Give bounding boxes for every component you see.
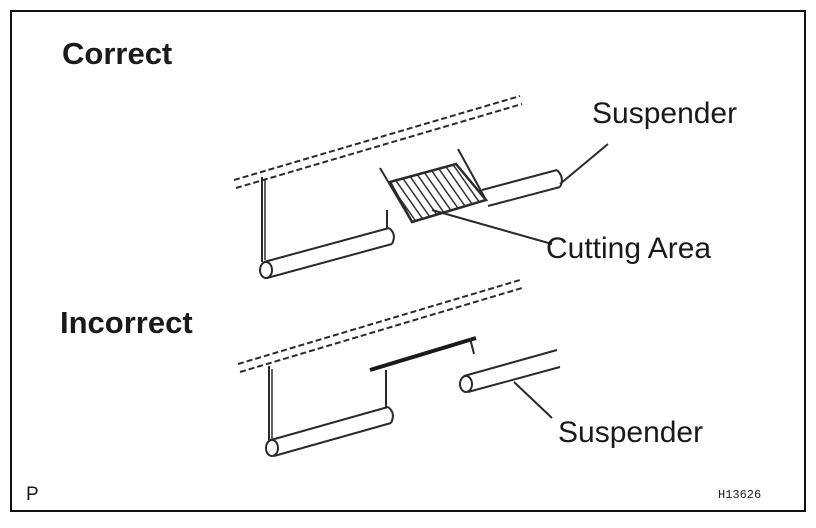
label-suspender-top: Suspender <box>592 97 737 130</box>
corner-mark: P <box>26 484 39 505</box>
label-cutting-area: Cutting Area <box>546 232 711 265</box>
heading-correct: Correct <box>62 36 172 71</box>
left-suspender-pipe-bottom <box>265 370 394 457</box>
heading-incorrect: Incorrect <box>60 305 193 340</box>
label-suspender-bottom: Suspender <box>558 416 703 449</box>
leader-cutting-area <box>431 209 553 245</box>
leader-suspender-bottom <box>513 381 553 419</box>
top-rail <box>233 95 523 189</box>
cutting-bracket-left <box>379 167 413 223</box>
right-suspender-pipe <box>481 169 563 207</box>
cutting-bracket-right <box>457 148 487 201</box>
left-hanger-rod-bottom <box>268 366 273 442</box>
right-suspender-pipe-bottom <box>459 349 561 393</box>
suspender-cutting-diagram: Correct Su <box>26 36 761 505</box>
figure-code: H13626 <box>718 488 761 502</box>
diagram-figure: Correct Su <box>10 10 806 512</box>
leader-suspender-top <box>559 143 609 185</box>
left-suspender-pipe <box>259 210 395 279</box>
left-hanger-rod <box>261 177 266 262</box>
incorrect-cut-tick <box>469 337 475 355</box>
incorrect-cut-line <box>369 336 477 372</box>
bottom-rail <box>237 279 523 373</box>
